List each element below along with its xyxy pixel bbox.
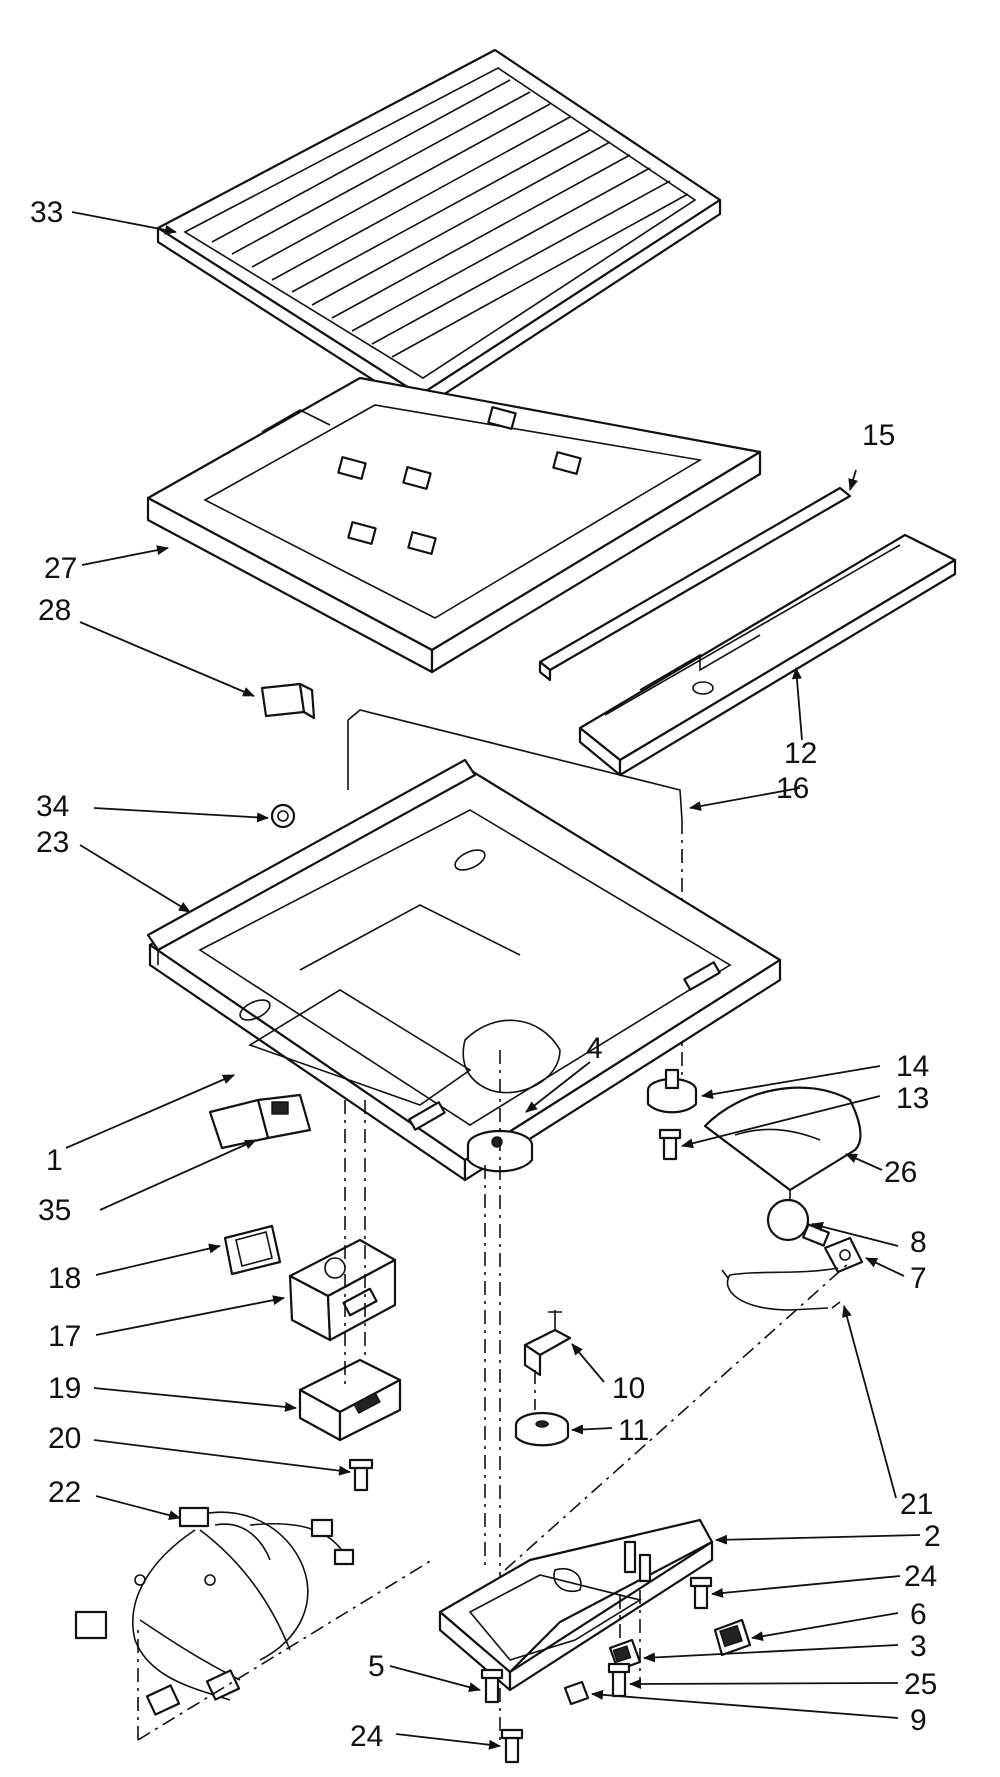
part-17-control-housing <box>288 1238 397 1342</box>
part-33-shelf-grille <box>156 48 722 412</box>
part-8-bulb <box>766 1198 830 1247</box>
label-16: 16 <box>776 772 809 805</box>
label-15: 15 <box>862 419 895 452</box>
label-18: 18 <box>48 1262 81 1295</box>
part-22-wiring-harness <box>74 1506 355 1716</box>
label-33: 33 <box>30 196 63 229</box>
part-27-cover-frame <box>146 376 762 674</box>
part-3-switch <box>608 1638 642 1672</box>
part-6-switch <box>713 1618 752 1657</box>
part-24-screw-bottom <box>500 1728 524 1764</box>
label-5: 5 <box>368 1650 385 1683</box>
label-13: 13 <box>896 1082 929 1115</box>
label-26: 26 <box>884 1156 917 1189</box>
label-8: 8 <box>910 1226 927 1259</box>
part-7-socket <box>823 1236 864 1274</box>
part-35-switch <box>208 1093 312 1150</box>
label-10: 10 <box>612 1372 645 1405</box>
part-24-screw-right <box>689 1576 713 1610</box>
label-9: 9 <box>910 1704 927 1737</box>
part-labels: 33 27 28 15 12 16 34 23 1 35 18 17 19 20… <box>30 196 941 1753</box>
label-14: 14 <box>896 1050 929 1083</box>
part-13-screw <box>658 1128 682 1161</box>
part-26-sheet <box>703 1086 862 1205</box>
part-12-tray <box>578 533 957 777</box>
label-3: 3 <box>910 1630 927 1663</box>
label-1: 1 <box>46 1144 63 1177</box>
label-6: 6 <box>910 1598 927 1631</box>
part-25-screw <box>607 1662 631 1698</box>
label-35: 35 <box>38 1194 71 1227</box>
label-20: 20 <box>48 1422 81 1455</box>
label-24-bottom: 24 <box>350 1720 383 1753</box>
part-21-wire <box>721 1267 841 1311</box>
part-5-screw <box>480 1668 504 1704</box>
part-11-knob <box>514 1411 570 1447</box>
label-7: 7 <box>910 1262 927 1295</box>
part-15-rail <box>538 486 852 682</box>
part-18-lens <box>223 1224 282 1276</box>
part-23-rail <box>146 758 477 965</box>
label-24-right: 24 <box>904 1560 937 1593</box>
leader-lines <box>65 211 921 1750</box>
label-12: 12 <box>784 737 817 770</box>
part-28-block <box>260 682 316 720</box>
label-23: 23 <box>36 826 69 859</box>
part-9-clip <box>563 1680 590 1706</box>
part-19-bracket <box>298 1358 402 1442</box>
label-4: 4 <box>586 1032 603 1065</box>
label-28: 28 <box>38 594 71 627</box>
part-14-knob <box>646 1068 698 1114</box>
part-2-base-housing <box>438 1518 714 1692</box>
part-20-screw <box>348 1458 374 1492</box>
label-17: 17 <box>48 1320 81 1353</box>
label-34: 34 <box>36 790 69 823</box>
label-25: 25 <box>904 1668 937 1701</box>
part-34-fastener <box>270 803 296 829</box>
label-27: 27 <box>44 552 77 585</box>
label-22: 22 <box>48 1476 81 1509</box>
part-10-switch <box>523 1310 572 1377</box>
label-19: 19 <box>48 1372 81 1405</box>
label-11: 11 <box>618 1414 649 1447</box>
label-2: 2 <box>924 1520 941 1553</box>
label-21: 21 <box>900 1488 933 1521</box>
